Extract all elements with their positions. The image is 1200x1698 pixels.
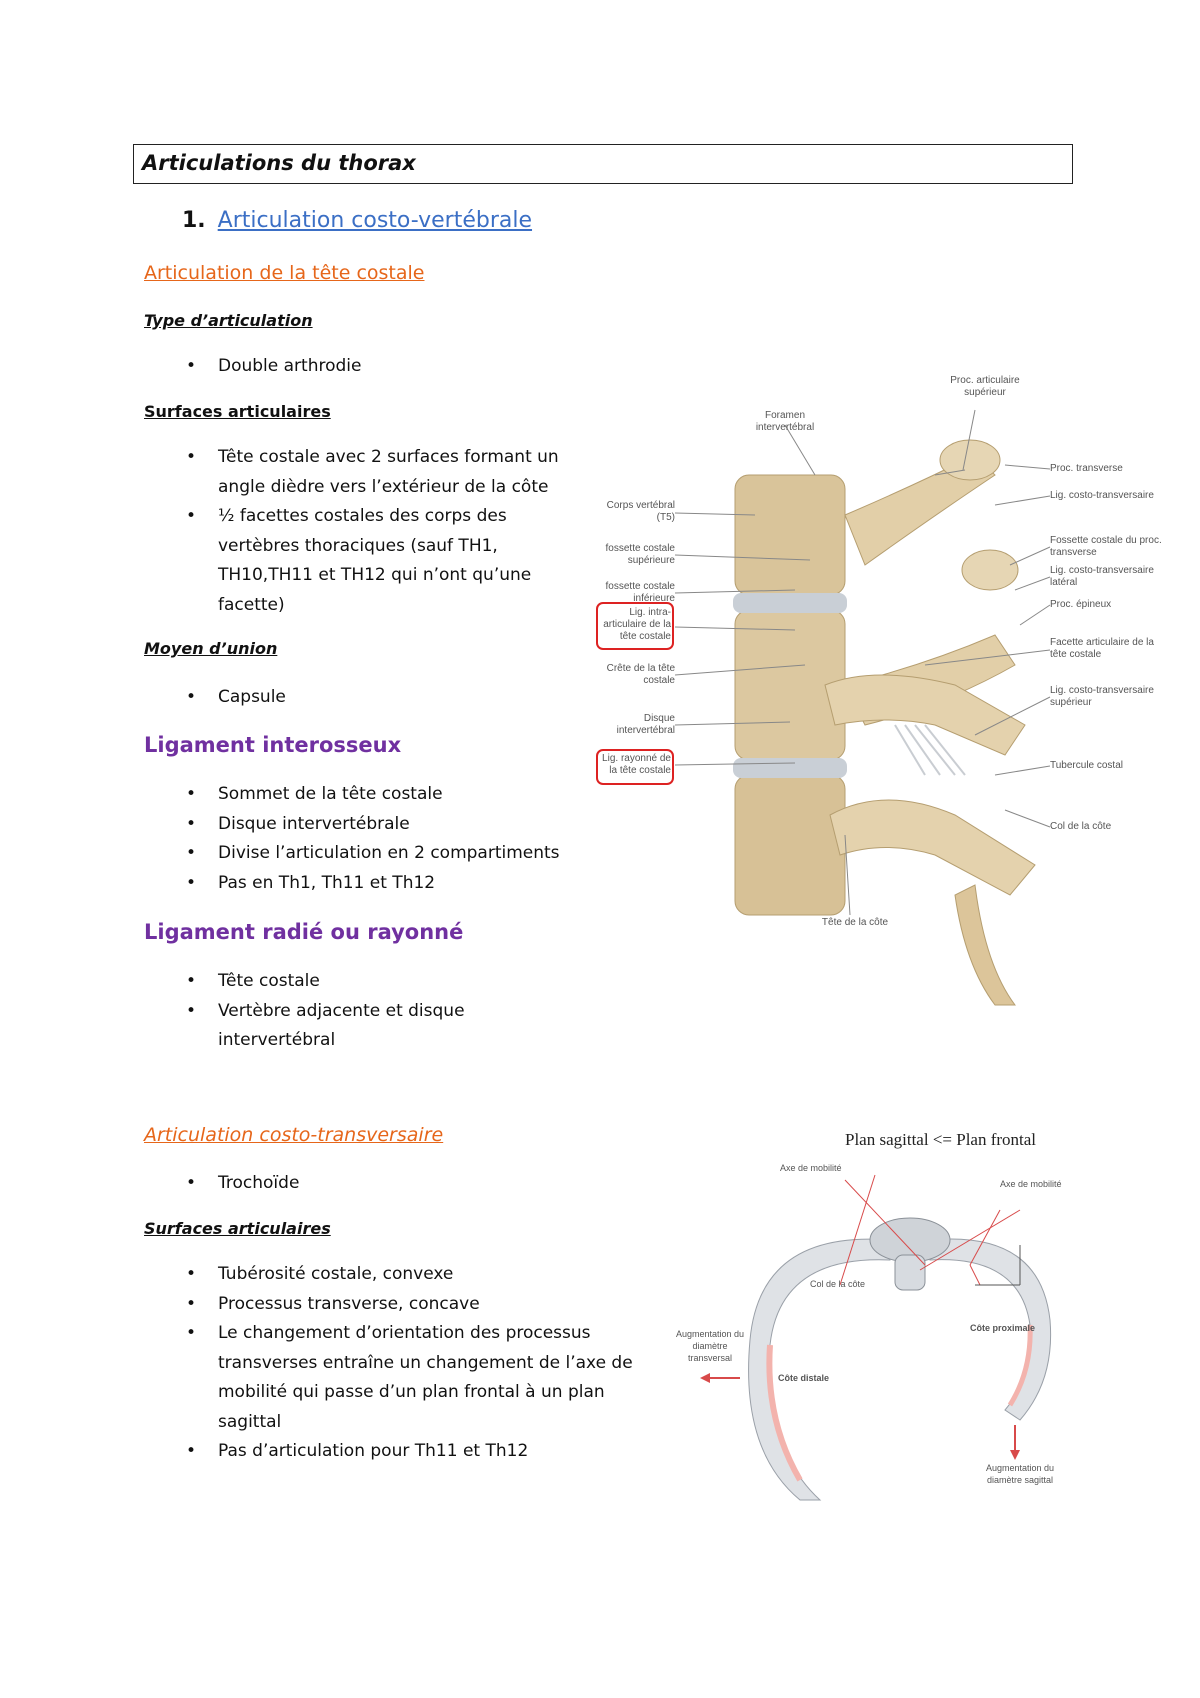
figure-label: Côte distale <box>778 1373 830 1383</box>
figure-label: Corps vertébral (T5) <box>606 500 675 523</box>
list-item: Tubérosité costale, convexe <box>144 1260 634 1290</box>
figure-label: Côte proximale <box>970 1323 1036 1333</box>
heading-ligament-interosseux: Ligament interosseux <box>144 733 402 757</box>
list-item: Double arthrodie <box>144 352 604 382</box>
list-item: Sommet de la tête costale <box>144 780 604 810</box>
figure-label: Disque intervertébral <box>616 713 675 736</box>
list-item: Divise l’articulation en 2 compartiments <box>144 839 604 869</box>
figure-label: fossette costale inférieure <box>605 581 675 604</box>
section-number: 1. <box>182 208 206 233</box>
figure-label: Proc. articulaire supérieur <box>950 375 1020 398</box>
figure-label: Col de la côte <box>1050 821 1112 832</box>
rib-plane-figure: Plan sagittal <= Plan frontal Axe de mob… <box>670 1120 1110 1520</box>
list-item: Trochoïde <box>144 1169 604 1199</box>
heading-costo-transversaire: Articulation costo-transversaire <box>144 1124 444 1146</box>
list-interosseux: Sommet de la tête costale Disque interve… <box>144 780 604 898</box>
list-moyen: Capsule <box>144 683 604 713</box>
figure-label: Crête de la tête costale <box>606 663 675 686</box>
section-heading: 1. Articulation costo-vertébrale <box>182 208 532 233</box>
figure-label: Tubercule costal <box>1050 760 1123 771</box>
figure-label: Lig. costo-transversaire supérieur <box>1050 685 1154 708</box>
list-item: Le changement d’orientation des processu… <box>144 1319 634 1437</box>
figure-label: Lig. costo-transversaire <box>1050 490 1154 501</box>
figure-label: Foramen intervertébral <box>755 410 815 433</box>
figure-label: Col de la côte <box>810 1279 866 1289</box>
list-surfaces: Tête costale avec 2 surfaces formant un … <box>144 443 584 620</box>
figure-label: Lig. rayonné de la tête costale <box>602 753 671 776</box>
document-title: Articulations du thorax <box>133 144 1073 184</box>
figure-label: Axe de mobilité <box>1000 1179 1062 1189</box>
heading-type-articulation: Type d’articulation <box>144 311 313 330</box>
heading-surfaces-articulaires-2: Surfaces articulaires <box>144 1219 331 1238</box>
heading-moyen-union: Moyen d’union <box>144 639 278 658</box>
list-type: Double arthrodie <box>144 352 604 382</box>
list-item: Disque intervertébrale <box>144 810 604 840</box>
figure-title: Plan sagittal <= Plan frontal <box>845 1130 1037 1149</box>
figure-label: Proc. transverse <box>1050 463 1123 474</box>
heading-surfaces-articulaires: Surfaces articulaires <box>144 402 331 421</box>
list-item: Tête costale avec 2 surfaces formant un … <box>144 443 584 502</box>
figure-label: Facette articulaire de la tête costale <box>1050 637 1154 660</box>
list-item: Pas d’articulation pour Th11 et Th12 <box>144 1437 634 1467</box>
list-item: Vertèbre adjacente et disque intervertéb… <box>144 997 544 1056</box>
anatomy-illustration <box>596 409 1051 1006</box>
heading-ligament-radie: Ligament radié ou rayonné <box>144 920 464 944</box>
figure-label: Proc. épineux <box>1050 599 1112 610</box>
section-label: Articulation costo-vertébrale <box>217 208 533 233</box>
list-radie: Tête costale Vertèbre adjacente et disqu… <box>144 967 544 1056</box>
list-costo-transv: Trochoïde <box>144 1169 604 1199</box>
figure-label: fossette costale supérieure <box>605 543 675 566</box>
list-item: Tête costale <box>144 967 544 997</box>
figure-label: Fossette costale du proc. transverse <box>1050 535 1162 558</box>
heading-tete-costale: Articulation de la tête costale <box>144 262 425 284</box>
figure-label: Augmentation du diamètre sagittal <box>985 1463 1055 1485</box>
list-item: Processus transverse, concave <box>144 1290 634 1320</box>
list-surfaces-2: Tubérosité costale, convexe Processus tr… <box>144 1260 634 1467</box>
list-item: Pas en Th1, Th11 et Th12 <box>144 869 604 899</box>
figure-label: Tête de la côte <box>821 917 889 928</box>
costovertebral-anatomy-figure: Corps vertébral (T5) fossette costale su… <box>595 365 1175 1010</box>
figure-label: Axe de mobilité <box>780 1163 842 1173</box>
figure-label: Lig. costo-transversaire latéral <box>1050 565 1154 588</box>
list-item: Capsule <box>144 683 604 713</box>
figure-label: Augmentation du diamètre transversal <box>675 1329 745 1363</box>
rib-plane-illustration <box>700 1174 1052 1501</box>
figure-label: Lig. intra-articulaire de la tête costal… <box>603 607 671 642</box>
list-item: ½ facettes costales des corps des vertèb… <box>144 502 584 620</box>
